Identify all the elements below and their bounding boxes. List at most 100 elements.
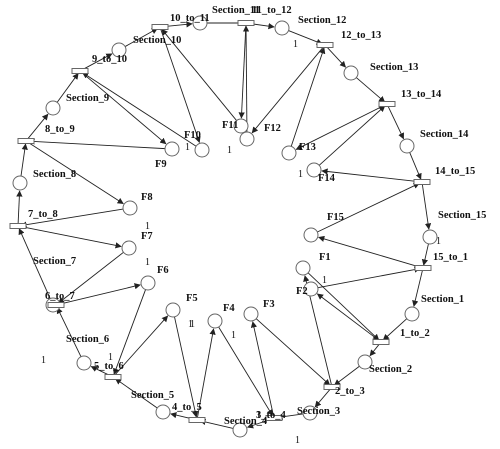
f-place-label: F11 <box>222 120 238 131</box>
place-s4 <box>232 422 248 438</box>
arc <box>113 289 146 375</box>
arc <box>56 307 82 357</box>
place-s6 <box>76 355 92 371</box>
place-f13 <box>281 145 297 161</box>
transition-label: 10_to_11 <box>170 13 210 24</box>
f-place-label: F4 <box>223 303 235 314</box>
place-s8 <box>12 175 28 191</box>
arc <box>288 30 323 45</box>
place-f2 <box>295 260 311 276</box>
section-label: Section_6 <box>66 334 109 345</box>
place-f5 <box>165 302 181 318</box>
section-label: Section_11 <box>212 5 260 16</box>
transition-t11_12 <box>237 20 255 26</box>
f-place-label: F3 <box>263 299 275 310</box>
f-place-label: F7 <box>141 231 153 242</box>
place-s12 <box>274 20 290 36</box>
place-f14 <box>306 162 322 178</box>
arc <box>28 142 124 205</box>
place-f1 <box>303 281 319 297</box>
transition-label: 14_to_15 <box>435 166 475 177</box>
section-label: Section_2 <box>369 364 412 375</box>
place-f9 <box>164 141 180 157</box>
place-s14 <box>399 138 415 154</box>
arc <box>174 316 199 418</box>
place-f15 <box>303 227 319 243</box>
arc <box>57 251 124 304</box>
token-marking: 1 <box>322 275 327 286</box>
transition-label: 12_to_13 <box>341 30 381 41</box>
section-label: Section_12 <box>298 15 346 26</box>
transition-t15_1 <box>414 265 432 271</box>
arc <box>382 318 408 341</box>
section-label: Section_8 <box>33 169 76 180</box>
f-place-label: F8 <box>141 192 153 203</box>
token-marking: 1 <box>41 355 46 366</box>
arc <box>369 344 380 357</box>
token-marking: 1 <box>145 257 150 268</box>
transition-t6_7 <box>47 302 65 308</box>
f-place-label: F9 <box>155 159 167 170</box>
arc <box>114 315 169 376</box>
transition-label: 2_to_3 <box>335 386 365 397</box>
arc <box>82 53 113 70</box>
arc <box>197 328 216 418</box>
place-s3 <box>302 405 318 421</box>
f-place-label: F13 <box>299 142 316 153</box>
transition-t13_14 <box>378 101 396 107</box>
transition-t3_4 <box>265 415 283 421</box>
transition-t8_9 <box>17 138 35 144</box>
arc <box>16 190 23 224</box>
section-label: Section_1 <box>421 294 464 305</box>
arc <box>20 226 122 249</box>
section-label: Section_14 <box>420 129 469 140</box>
transition-t5_6 <box>104 374 122 380</box>
transition-label: 15_to_1 <box>433 252 468 263</box>
place-f11 <box>233 118 249 134</box>
place-s10 <box>111 42 127 58</box>
arc <box>218 326 273 416</box>
arc <box>27 113 49 139</box>
arc <box>314 388 331 408</box>
arc <box>317 266 421 289</box>
place-f3 <box>243 306 259 322</box>
arc <box>290 47 326 147</box>
arc <box>356 77 386 103</box>
section-label: Section_15 <box>438 210 486 221</box>
section-label: Section_7 <box>33 256 76 267</box>
transition-t14_15 <box>413 179 431 185</box>
arc <box>81 72 167 145</box>
arc <box>387 106 404 140</box>
arc <box>20 208 124 228</box>
place-f6 <box>140 275 156 291</box>
transition-t12_13 <box>316 42 334 48</box>
f-place-label: F6 <box>157 265 169 276</box>
transition-label: 6_to_7 <box>45 291 75 302</box>
arc <box>307 272 380 341</box>
f-place-label: F10 <box>184 130 201 141</box>
place-f4 <box>207 313 223 329</box>
arc <box>56 72 79 103</box>
arc <box>318 235 421 268</box>
arc <box>160 29 201 144</box>
transition-t9_10 <box>71 68 89 74</box>
section-label: Section_10 <box>133 35 181 46</box>
arc <box>58 283 141 305</box>
labels-layer: Section_1Section_2Section_3Section_4Sect… <box>28 5 486 446</box>
transition-t1_2 <box>372 339 390 345</box>
f-place-label: F5 <box>186 293 198 304</box>
arc <box>317 182 420 233</box>
f-place-label: F15 <box>327 212 344 223</box>
arc <box>333 365 360 386</box>
token-marking: 1 <box>231 330 236 341</box>
transition-t4_5 <box>188 417 206 423</box>
section-label: Section_5 <box>131 390 174 401</box>
section-label: Section_13 <box>370 62 418 73</box>
arc <box>409 152 422 180</box>
arc <box>255 318 331 386</box>
token-marking: 1 <box>188 319 193 330</box>
place-s13 <box>343 65 359 81</box>
f-place-label: F1 <box>319 252 331 263</box>
transition-label: 4_to_5 <box>172 402 202 413</box>
